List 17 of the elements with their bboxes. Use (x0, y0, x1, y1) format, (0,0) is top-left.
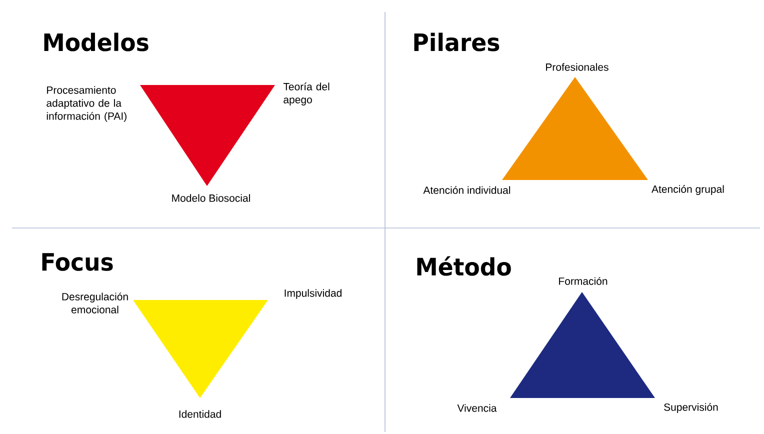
vertex-label: Impulsividad (284, 289, 342, 299)
vertex-label: Teoría del apego (283, 82, 330, 106)
triangle (140, 85, 275, 186)
vertex-label: Atención individual (423, 186, 510, 194)
vertex-label: Formación (559, 277, 608, 285)
vertex-label: Supervisión (664, 403, 718, 413)
vertex-label: Vivencia (457, 404, 497, 412)
vertex-label: Identidad (179, 410, 221, 418)
vertex-label: Profesionales (546, 63, 608, 71)
triangle (133, 300, 268, 398)
triangle (502, 77, 648, 180)
triangle (510, 292, 655, 398)
vertex-label: Modelo Biosocial (172, 194, 250, 202)
vertex-label: Atención grupal (652, 185, 724, 195)
vertex-label: Procesamiento adaptativo de la información (PAI) (46, 86, 126, 122)
title: Focus (42, 253, 113, 271)
vertex-label: Desregulación emocional (62, 292, 128, 314)
